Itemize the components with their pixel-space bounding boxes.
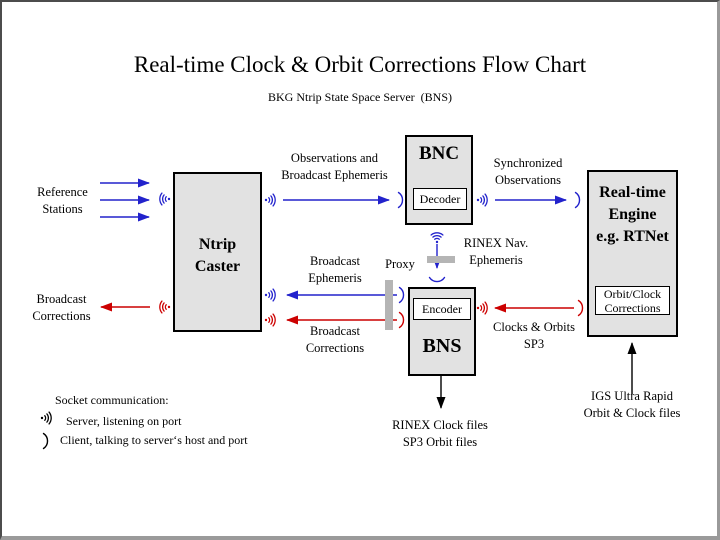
page-subtitle: BKG Ntrip State Space Server (BNS) [268,90,452,104]
server-socket-icon [159,192,171,206]
box-rt-engine: Real-time Engine e.g. RTNet Orbit/Clock … [587,170,678,337]
client-socket-icon [397,191,404,209]
box-orbit-clock-corrections: Orbit/Clock Corrections [595,286,670,315]
server-socket-icon [264,193,276,207]
server-socket-icon [264,288,276,302]
page-title: Real-time Clock & Orbit Corrections Flow… [133,52,587,77]
client-socket-icon [398,311,405,329]
box-encoder: Encoder [413,298,471,320]
server-socket-icon [430,232,444,244]
proxy-bar-vertical [385,280,393,330]
box-ntrip-caster: Ntrip Caster [173,172,262,332]
label-rinex-nav-ephemeris: RINEX Nav.Ephemeris [463,236,529,267]
server-socket-icon [159,300,171,314]
server-socket-icon [476,301,488,315]
client-socket-icon [428,276,446,283]
box-ntrip-caster-label: Ntrip Caster [194,236,241,275]
server-socket-icon [476,193,488,207]
legend-client-text: Client, talking to server‘s host and por… [60,433,248,447]
legend-server-text: Server, listening on port [66,414,182,428]
box-bnc: BNC Decoder [405,135,473,225]
client-socket-icon [574,191,581,209]
box-bns: Encoder BNS [408,287,476,376]
client-socket-icon [577,299,584,317]
box-bnc-title: BNC [418,143,460,164]
legend-title: Socket communication: [55,393,169,407]
server-socket-icon [264,313,276,327]
box-rt-engine-label: Real-time Engine e.g. RTNet [596,184,669,245]
proxy-bar-horizontal [427,256,455,263]
legend-client-socket-icon [42,432,49,450]
box-bns-title: BNS [422,335,462,357]
label-proxy: Proxy [385,257,415,271]
client-socket-icon [398,286,405,304]
box-decoder: Decoder [413,188,467,210]
legend-server-socket-icon [40,411,52,425]
